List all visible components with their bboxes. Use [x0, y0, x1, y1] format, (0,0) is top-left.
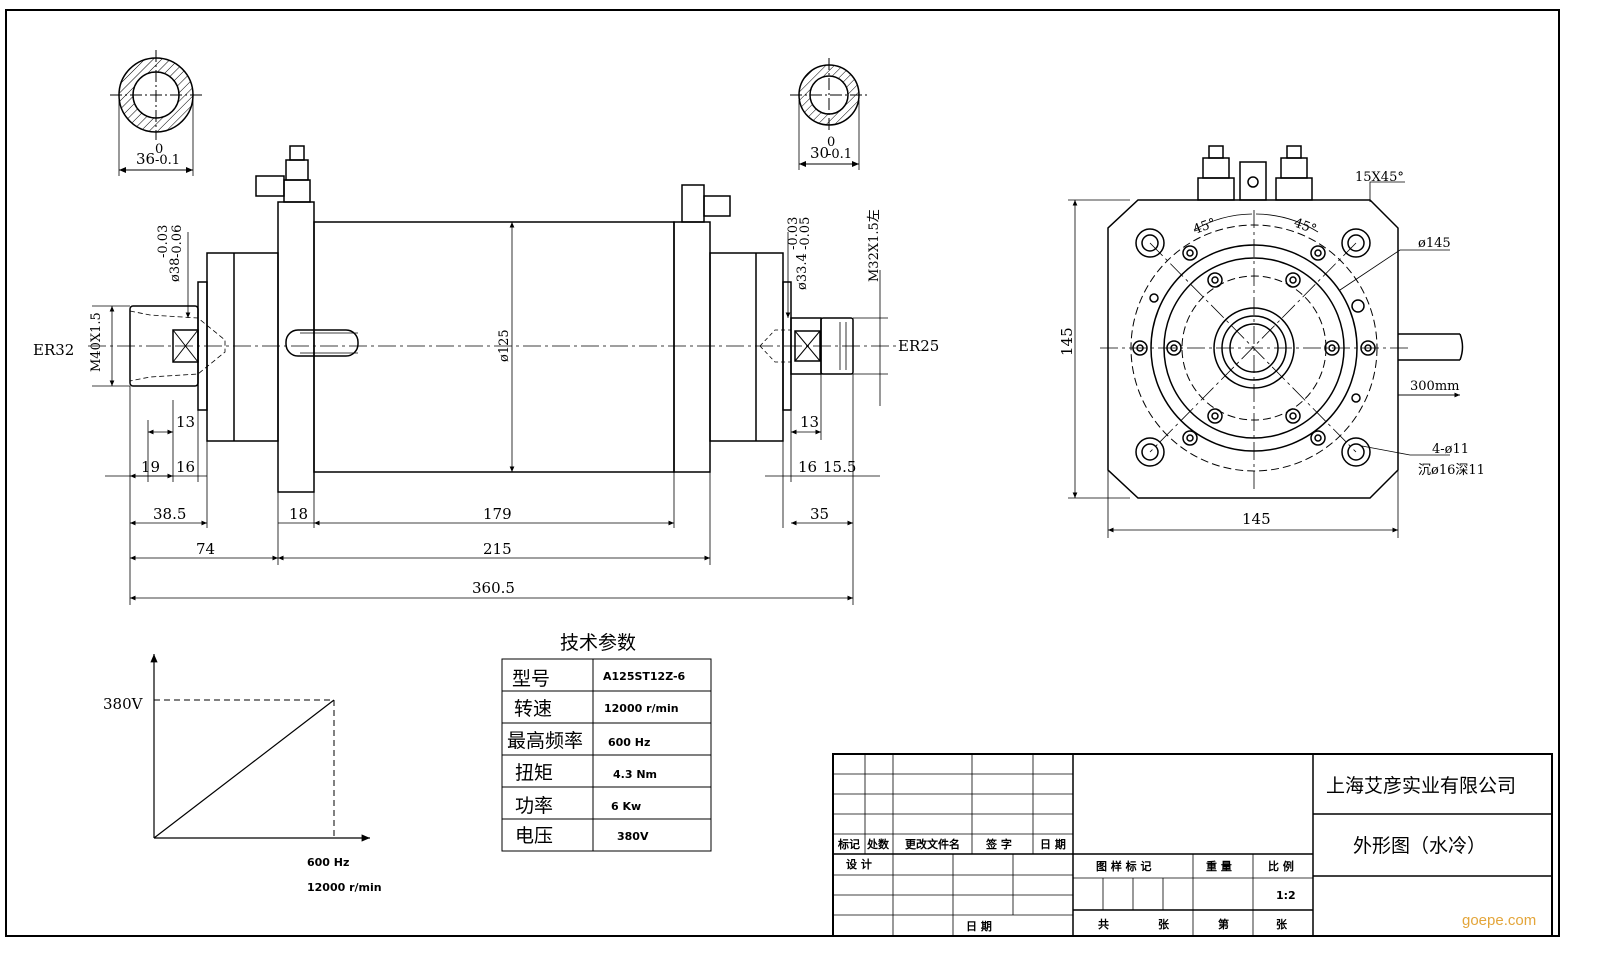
- tb-count: 处数: [866, 837, 890, 851]
- chamfer-label: 15X45°: [1355, 170, 1404, 185]
- thread-left: M40X1.5: [89, 312, 104, 372]
- tb-design: 设 计: [846, 857, 872, 871]
- spec-value: 600 Hz: [608, 736, 650, 749]
- title-block: [832, 753, 1553, 937]
- vf-graph: [150, 654, 370, 842]
- section-right: 0 30 -0.1: [790, 58, 868, 170]
- tb-pattern: 图 样 标 记: [1096, 859, 1152, 873]
- dim-19: 19: [141, 458, 160, 476]
- counterbore-label: 沉ø16深11: [1418, 463, 1485, 478]
- height-145: 145: [1058, 327, 1076, 356]
- tb-date-h: 日 期: [1040, 837, 1066, 851]
- dim-13-left: 13: [176, 413, 195, 431]
- spec-key: 扭矩: [515, 762, 553, 784]
- tb-mark: 标记: [837, 837, 860, 851]
- width-145: 145: [1242, 510, 1271, 528]
- title-block-text: 标记 处数 更改文件名 签 字 日 期 设 计 日 期 图 样 标 记 重 量 …: [837, 775, 1516, 933]
- watermark: goepe.com: [1462, 912, 1536, 929]
- vf-x-label-2: 12000 r/min: [307, 881, 382, 894]
- tb-no: 第: [1218, 917, 1229, 931]
- tb-date: 日 期: [966, 919, 992, 933]
- dim-35: 35: [810, 505, 829, 523]
- dim-16-left: 16: [176, 458, 195, 476]
- tb-sheet: 张: [1276, 917, 1288, 931]
- thread-right: M32X1.5左: [867, 209, 882, 282]
- spec-value: 4.3 Nm: [613, 768, 657, 781]
- sec-left-tol-top: 0: [155, 142, 163, 157]
- dim-38-5: 38.5: [153, 505, 186, 523]
- dim-13-right: 13: [800, 413, 819, 431]
- dia-125: ø125: [497, 329, 512, 362]
- side-view-labels: ER32 ER25 M40X1.5 ø38 -0.03 -0.06 ø33.4 …: [33, 209, 939, 597]
- spindle-front-view: [1100, 145, 1464, 499]
- er-right: ER25: [898, 337, 939, 355]
- section-left: 0 36 -0.1: [110, 50, 202, 176]
- sec-left-tol: -0.1: [155, 153, 180, 168]
- tb-weight: 重 量: [1206, 859, 1232, 873]
- dim-360-5: 360.5: [472, 579, 515, 597]
- tb-sheets: 张: [1158, 917, 1170, 931]
- side-view-dimensions: [92, 232, 888, 605]
- sec-right-dim: 30: [810, 144, 829, 162]
- spec-key: 功率: [515, 795, 553, 817]
- dim-15-5: 15.5: [823, 458, 856, 476]
- spec-table-cells: 型号 A125ST12Z-6 转速 12000 r/min 最高频率 600 H…: [507, 668, 686, 847]
- dia-38-tol-dn: -0.06: [170, 225, 185, 258]
- dim-215: 215: [483, 540, 512, 558]
- company-name: 上海艾彦实业有限公司: [1326, 775, 1516, 797]
- front-view-dimensions: [1068, 181, 1460, 538]
- dim-74: 74: [196, 540, 215, 558]
- dia-33-tol-up: -0.03: [786, 217, 801, 250]
- dim-18: 18: [289, 505, 308, 523]
- holes-label: 4-ø11: [1432, 442, 1469, 457]
- dia-33: ø33.4: [795, 253, 810, 290]
- tb-scale-label: 比 例: [1268, 859, 1294, 873]
- vf-x-label-1: 600 Hz: [307, 856, 349, 869]
- vf-y-label: 380V: [103, 695, 144, 713]
- spec-key: 转速: [514, 698, 552, 720]
- spec-value: 380V: [617, 830, 649, 843]
- angle-left: 45°: [1191, 216, 1218, 238]
- drawing-name: 外形图（水冷）: [1353, 835, 1486, 857]
- tb-sign: 签 字: [985, 837, 1012, 851]
- spec-title: 技术参数: [560, 632, 636, 654]
- spec-key: 电压: [515, 825, 553, 847]
- tb-change: 更改文件名: [905, 837, 960, 851]
- spec-value: 6 Kw: [611, 800, 641, 813]
- tb-scale: 1:2: [1276, 889, 1296, 902]
- dia-33-tol-dn: -0.05: [798, 217, 813, 250]
- spec-key: 最高频率: [507, 730, 583, 752]
- sec-right-tol: -0.1: [827, 147, 852, 162]
- spec-key: 型号: [512, 668, 550, 690]
- dim-179: 179: [483, 505, 512, 523]
- spec-value: A125ST12Z-6: [603, 670, 686, 683]
- sec-right-tol-top: 0: [827, 135, 835, 150]
- sec-left-dim: 36: [136, 150, 155, 168]
- spindle-side-view: [88, 145, 900, 493]
- front-view-labels: 15X45° 45° 45° ø145 145 145 300mm 4-ø11 …: [1058, 170, 1485, 528]
- spec-value: 12000 r/min: [604, 702, 679, 715]
- dia-38-tol-up: -0.03: [156, 225, 171, 258]
- dia-38: ø38: [168, 258, 183, 282]
- spec-table: [501, 658, 712, 852]
- cable-length: 300mm: [1410, 379, 1459, 394]
- dia-145-label: ø145: [1418, 236, 1451, 251]
- sheet-border: [5, 9, 1560, 937]
- dim-16-right: 16: [798, 458, 817, 476]
- er-left: ER32: [33, 341, 74, 359]
- tb-total: 共: [1098, 917, 1109, 931]
- angle-right: 45°: [1292, 216, 1319, 238]
